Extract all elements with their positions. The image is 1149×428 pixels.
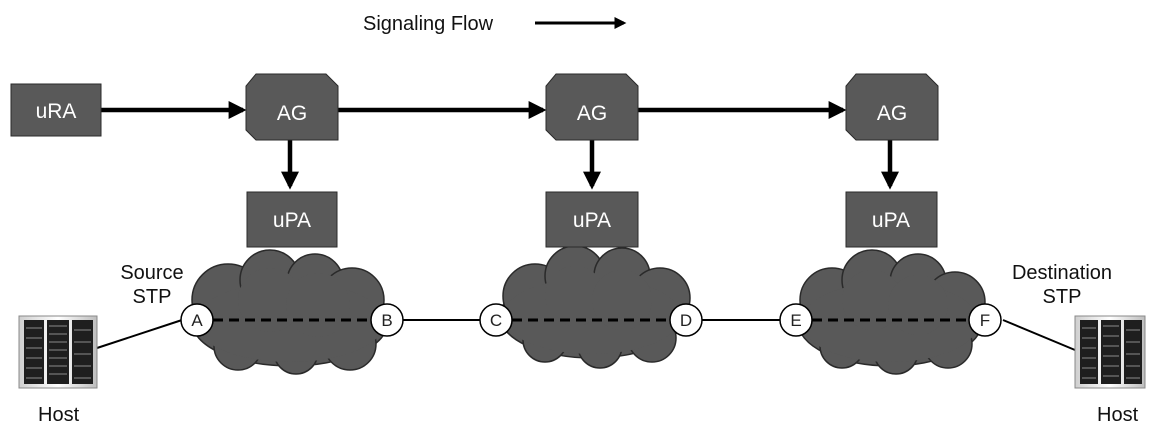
- node-b: B: [370, 303, 404, 337]
- server-rack-icon-right: [1074, 315, 1146, 389]
- source-stp-label-line2: STP: [133, 286, 172, 308]
- cloud-2: [499, 245, 691, 369]
- node-d: D: [669, 303, 703, 337]
- upa-box-3: uPA: [845, 191, 938, 248]
- server-rack-icon-left: [18, 315, 98, 389]
- cloud-1: [191, 249, 389, 375]
- upa-box-2: uPA: [545, 191, 639, 248]
- links: [96, 319, 1076, 351]
- upa-label-2: uPA: [573, 209, 611, 232]
- cloud-3: [797, 249, 986, 375]
- upa-label-1: uPA: [273, 209, 311, 232]
- ura-box: uRA: [10, 83, 102, 137]
- upa-box-1: uPA: [246, 191, 338, 248]
- node-a-label: A: [191, 311, 203, 330]
- node-e: E: [779, 303, 813, 337]
- host-label-right: Host: [1097, 404, 1139, 426]
- host-link-right: [1002, 319, 1076, 351]
- node-c: C: [479, 303, 513, 337]
- ag-box-2: AG: [545, 73, 639, 141]
- diagram-title: Signaling Flow: [363, 13, 494, 35]
- ag-label-3: AG: [877, 102, 907, 125]
- host-link-left: [96, 319, 183, 349]
- control-arrows: [101, 101, 899, 190]
- node-e-label: E: [790, 311, 801, 330]
- node-a: A: [180, 303, 214, 337]
- destination-stp-label-line2: STP: [1043, 286, 1082, 308]
- ura-label: uRA: [36, 100, 77, 123]
- ag-box-1: AG: [245, 73, 339, 141]
- ag-box-3: AG: [845, 73, 939, 141]
- node-d-label: D: [680, 311, 692, 330]
- node-b-label: B: [381, 311, 392, 330]
- ag-label-2: AG: [577, 102, 607, 125]
- destination-stp-label-line1: Destination: [1012, 262, 1112, 284]
- node-f-label: F: [980, 311, 990, 330]
- ag-label-1: AG: [277, 102, 307, 125]
- source-stp-label-line1: Source: [120, 262, 183, 284]
- node-c-label: C: [490, 311, 502, 330]
- upa-label-3: uPA: [872, 209, 910, 232]
- node-f: F: [968, 303, 1002, 337]
- host-label-left: Host: [38, 404, 80, 426]
